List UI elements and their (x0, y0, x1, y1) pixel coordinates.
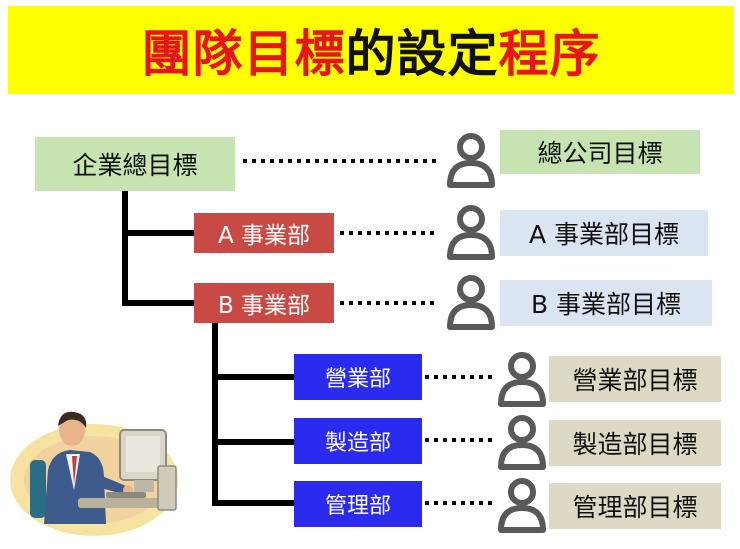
person-icon (498, 352, 546, 407)
person-icon (447, 275, 495, 330)
person-icon (498, 415, 546, 470)
title-part-team-goal: 團隊目標 (141, 25, 346, 83)
dotted-links (243, 159, 497, 505)
hierarchy-lines (122, 188, 297, 506)
title-banner: 團隊目標的設定程序 (8, 6, 734, 94)
person-icon (447, 205, 495, 260)
department-node-management: 管理部 (294, 481, 422, 527)
goal-box-manufacturing: 製造部目標 (549, 420, 721, 466)
title-part-setting: 的設定 (345, 25, 499, 83)
person-icon (498, 478, 546, 533)
goal-box-a: A 事業部目標 (500, 210, 708, 256)
department-node-sales: 營業部 (294, 354, 422, 400)
office-worker-computer-icon (10, 411, 178, 536)
root-node: 企業總目標 (35, 137, 235, 191)
goal-box-sales: 營業部目標 (549, 356, 721, 402)
division-node-b: B 事業部 (194, 283, 334, 323)
department-node-manufacturing: 製造部 (294, 418, 422, 464)
goal-box-management: 管理部目標 (549, 483, 721, 529)
goal-box-b: B 事業部目標 (500, 280, 712, 326)
person-icon (447, 133, 495, 188)
goal-box-root: 總公司目標 (500, 130, 700, 174)
division-node-a: A 事業部 (194, 213, 334, 253)
title-part-procedure: 程序 (498, 25, 601, 83)
